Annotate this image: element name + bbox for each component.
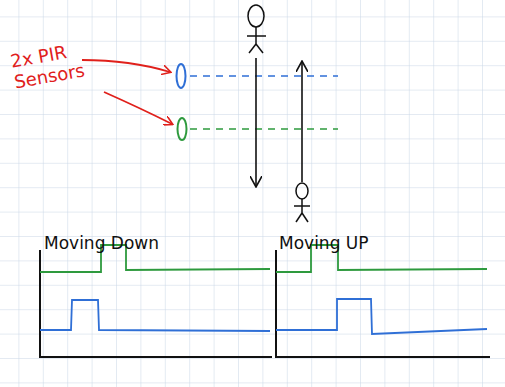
blue-signal <box>40 300 270 331</box>
stick-figure <box>294 183 310 222</box>
motion-arrow <box>255 58 257 186</box>
pir-sensor <box>178 118 187 140</box>
motion-arrow <box>301 62 303 182</box>
pointer-arrow <box>104 92 172 124</box>
chart-title: Moving Down <box>44 234 244 254</box>
pointer-arrow <box>82 60 170 72</box>
sensor-beam <box>190 75 338 76</box>
chart-axes <box>40 250 272 357</box>
sensor-beam <box>190 128 338 129</box>
stick-figure <box>247 5 266 53</box>
chart-axes <box>276 250 490 357</box>
chart-title: Moving UP <box>279 234 479 254</box>
pir-sensor <box>177 64 186 88</box>
blue-signal <box>276 299 487 334</box>
